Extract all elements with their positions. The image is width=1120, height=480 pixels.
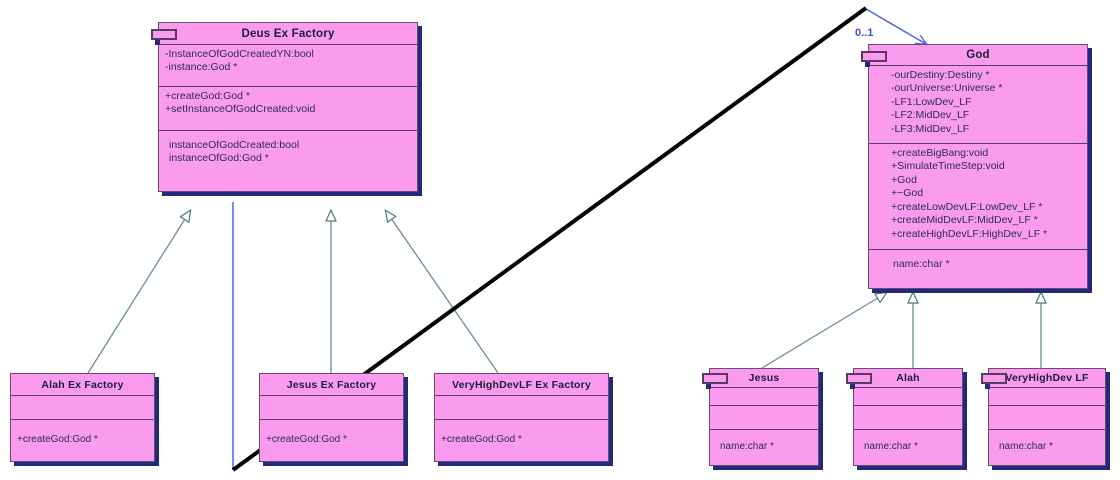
attribute-item: -LF1:LowDev_LF — [891, 95, 972, 108]
operation-item: +createGod:God * — [165, 90, 250, 102]
operations-compartment — [989, 406, 1105, 430]
class-box-jesus[interactable]: Jesus name:char * — [702, 368, 819, 466]
attributes-compartment — [11, 396, 154, 420]
operation-item: +createGod:God * — [17, 434, 98, 445]
attributes-compartment: -InstanceOfGodCreatedYN:bool -instance:G… — [159, 45, 417, 87]
operations-compartment: +createGod:God * — [11, 420, 154, 463]
class-title-veryhighdevlf-ex-factory: VeryHighDevLF Ex Factory — [435, 374, 608, 396]
attributes-compartment — [710, 388, 818, 406]
operation-item: +createLowDevLF:LowDev_LF * — [891, 200, 1043, 213]
class-box-deus-ex-factory[interactable]: Deus Ex Factory -InstanceOfGodCreatedYN:… — [151, 22, 418, 192]
attribute-item: -instance:God * — [165, 61, 238, 74]
class-title-god: God — [869, 45, 1087, 66]
extra-item: instanceOfGod:God * — [169, 152, 269, 165]
class-tab-icon — [981, 373, 1007, 389]
operations-compartment — [710, 406, 818, 430]
generalization-alahexfactory-to-deus — [87, 208, 192, 374]
extras-compartment: name:char * — [710, 430, 818, 466]
class-box-veryhighdev-lf[interactable]: VeryHighDev LF name:char * — [981, 368, 1106, 466]
attribute-item: -LF3:MidDev_LF — [891, 122, 970, 135]
operation-item: +createGod:God * — [266, 434, 347, 445]
extra-item: name:char * — [893, 258, 950, 270]
class-tab-icon — [702, 373, 728, 389]
operation-item: +setInstanceOfGodCreated:void — [165, 103, 316, 116]
operations-compartment: +createGod:God * — [260, 420, 403, 463]
extra-item: name:char * — [999, 441, 1053, 452]
class-box-alah[interactable]: Alah name:char * — [846, 368, 963, 466]
extras-compartment: name:char * — [869, 250, 1087, 288]
extras-compartment: name:char * — [989, 430, 1105, 466]
operations-compartment — [854, 406, 962, 430]
extra-item: instanceOfGodCreated:bool — [169, 139, 300, 151]
multiplicity-label-0to1: 0..1 — [855, 27, 874, 39]
attributes-compartment — [854, 388, 962, 406]
operation-item: +createBigBang:void — [891, 147, 989, 159]
class-box-god[interactable]: God -ourDestiny:Destiny * -ourUniverse:U… — [861, 44, 1088, 289]
class-title-alah-ex-factory: Alah Ex Factory — [11, 374, 154, 396]
generalization-veryhighdevlfexfactory-to-deus — [384, 208, 499, 374]
attributes-compartment: -ourDestiny:Destiny * -ourUniverse:Unive… — [869, 66, 1087, 144]
attribute-item: -LF2:MidDev_LF — [891, 109, 970, 122]
operations-compartment: +createBigBang:void +SimulateTimeStep:vo… — [869, 144, 1087, 250]
attribute-item: -InstanceOfGodCreatedYN:bool — [165, 48, 314, 60]
class-title-alah: Alah — [854, 369, 962, 388]
class-box-veryhighdevlf-ex-factory[interactable]: VeryHighDevLF Ex Factory +createGod:God … — [434, 373, 609, 462]
operation-item: +createGod:God * — [441, 434, 522, 445]
class-tab-icon — [151, 29, 177, 45]
generalization-jesus-to-god — [761, 291, 889, 369]
class-title-veryhighdev-lf: VeryHighDev LF — [989, 369, 1105, 388]
operations-compartment: +createGod:God * — [435, 420, 608, 463]
extra-item: name:char * — [720, 441, 774, 452]
class-box-jesus-ex-factory[interactable]: Jesus Ex Factory +createGod:God * — [259, 373, 404, 462]
attributes-compartment — [260, 396, 403, 420]
attribute-item: -ourDestiny:Destiny * — [891, 69, 990, 81]
class-title-deus-ex-factory: Deus Ex Factory — [159, 23, 417, 45]
operation-item: +createHighDevLF:HighDev_LF * — [891, 227, 1048, 240]
class-tab-icon — [846, 373, 872, 389]
operations-compartment: +createGod:God * +setInstanceOfGodCreate… — [159, 87, 417, 131]
operation-item: +SimulateTimeStep:void — [891, 160, 1005, 173]
class-title-jesus-ex-factory: Jesus Ex Factory — [260, 374, 403, 396]
extras-compartment: instanceOfGodCreated:bool instanceOfGod:… — [159, 131, 417, 191]
extras-compartment: name:char * — [854, 430, 962, 466]
operation-item: +God — [891, 173, 917, 186]
attribute-item: -ourUniverse:Universe * — [891, 82, 1003, 95]
operation-item: +createMidDevLF:MidDev_LF * — [891, 214, 1038, 227]
extra-item: name:char * — [864, 441, 918, 452]
attributes-compartment — [989, 388, 1105, 406]
attributes-compartment — [435, 396, 608, 420]
class-box-alah-ex-factory[interactable]: Alah Ex Factory +createGod:God * — [10, 373, 155, 462]
class-tab-icon — [861, 51, 887, 67]
operation-item: +~God — [891, 187, 924, 200]
